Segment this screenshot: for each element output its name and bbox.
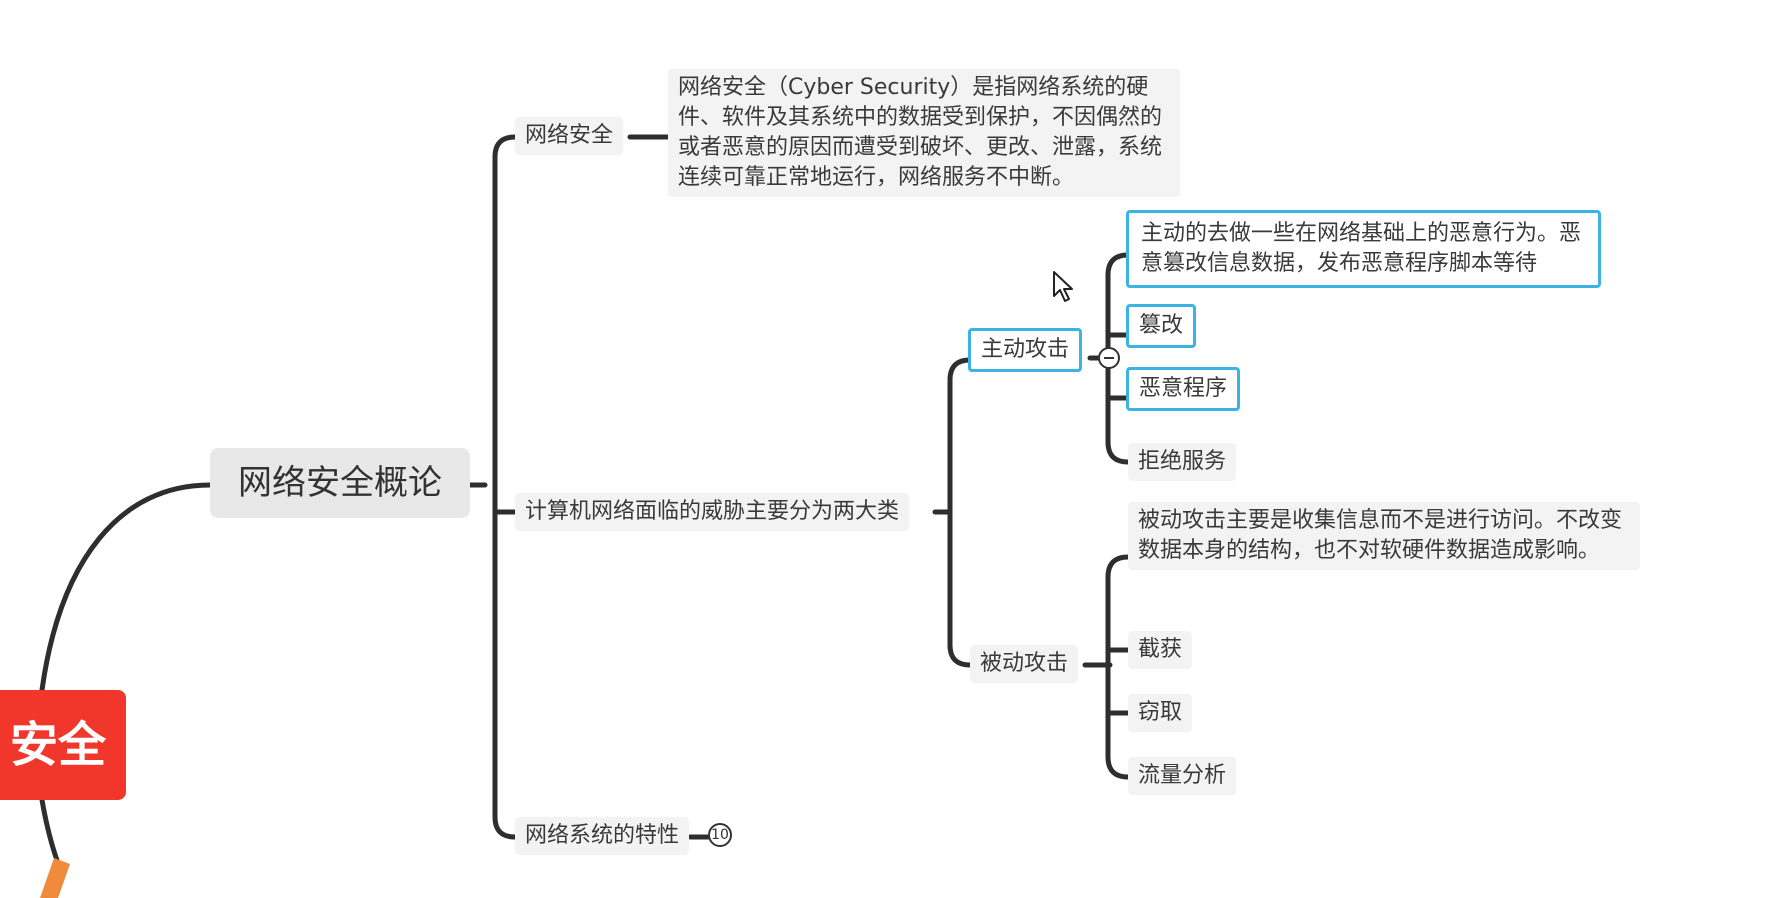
note-active-attack[interactable]: 主动的去做一些在网络基础上的恶意行为。恶意篡改信息数据，发布恶意程序脚本等待 [1126,210,1601,288]
topic-threats[interactable]: 计算机网络面临的威胁主要分为两大类 [515,493,910,531]
connector-passive-children [1105,554,1131,780]
topic-intercept[interactable]: 截获 [1128,631,1193,669]
main-topic[interactable]: 网络安全概论 [210,448,470,518]
topic-passive-attack[interactable]: 被动攻击 [970,645,1079,683]
collapse-toggle-icon[interactable] [1098,347,1120,369]
topic-denial-of-service[interactable]: 拒绝服务 [1128,443,1237,481]
collapsed-count-badge[interactable]: 10 [708,823,732,847]
topic-network-security[interactable]: 网络安全 [515,117,624,155]
topic-malware[interactable]: 恶意程序 [1126,367,1241,411]
topic-tamper[interactable]: 篡改 [1126,304,1197,348]
note-passive-attack[interactable]: 被动攻击主要是收集信息而不是进行访问。不改变数据本身的结构，也不对软硬件数据造成… [1128,502,1640,570]
root-topic[interactable]: 安全 [0,690,126,800]
topic-steal[interactable]: 窃取 [1128,694,1193,732]
topic-active-attack[interactable]: 主动攻击 [968,328,1083,372]
connector-level2-trunk [947,357,973,668]
connector-level1-trunk [492,134,518,840]
topic-network-system-features[interactable]: 网络系统的特性 [515,817,690,855]
connector-root-main [39,482,213,693]
topic-traffic-analysis[interactable]: 流量分析 [1128,757,1237,795]
mouse-cursor-icon [1053,271,1073,302]
note-network-security[interactable]: 网络安全（Cyber Security）是指网络系统的硬件、软件及其系统中的数据… [668,69,1180,197]
offscreen-node-edge [40,858,70,898]
